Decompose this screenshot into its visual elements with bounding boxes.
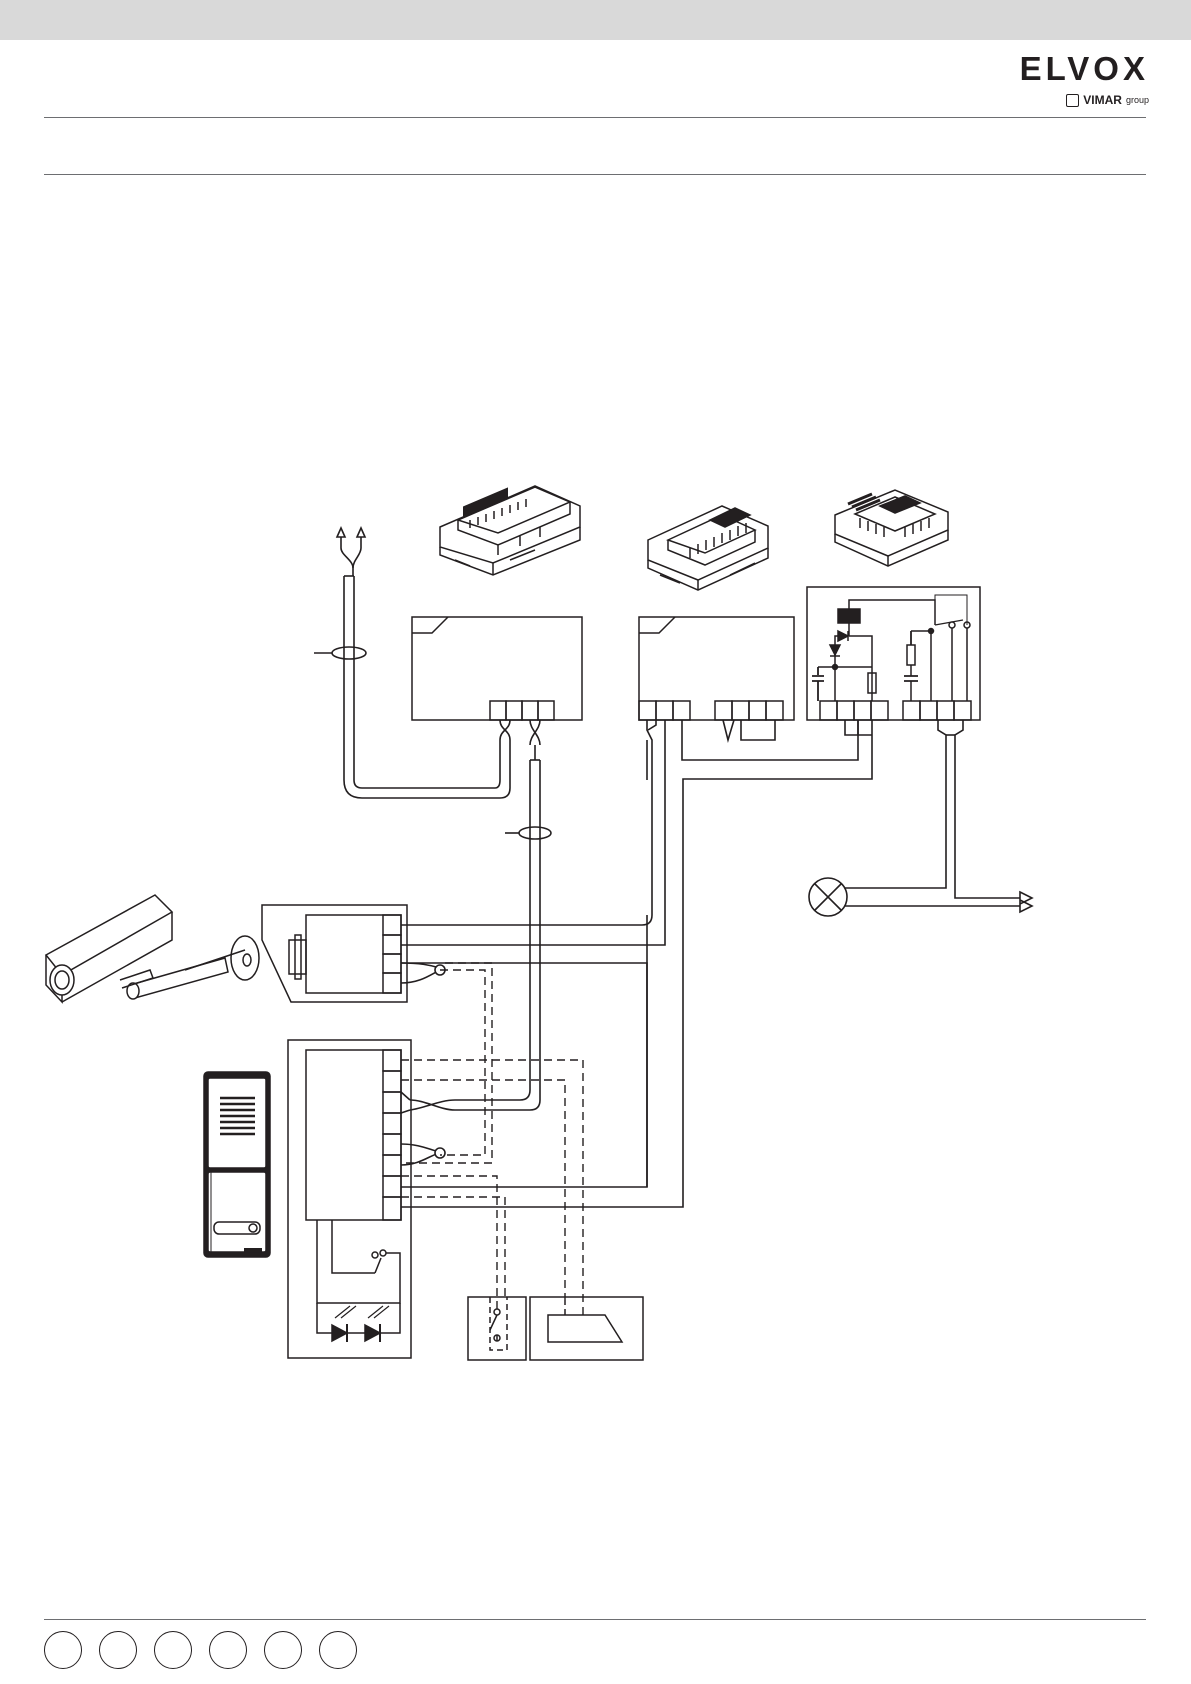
- language-flag-5[interactable]: [264, 1631, 302, 1669]
- transformer-schematic-block: [807, 587, 980, 720]
- transformer-module-illustration: [835, 490, 948, 566]
- cctv-camera-illustration: [46, 895, 259, 1002]
- door-entry-panel-illustration: [204, 1072, 270, 1257]
- language-flag-4[interactable]: [209, 1631, 247, 1669]
- relay-terminal-block: [639, 617, 794, 720]
- language-flags-row: [44, 1631, 357, 1671]
- relay-module-illustration: [648, 506, 768, 590]
- power-supply-module-illustration: [440, 486, 580, 575]
- electric-lock-box: [530, 1297, 643, 1360]
- dashed-wiring: [401, 963, 583, 1315]
- language-flag-1[interactable]: [44, 1631, 82, 1669]
- language-flag-6[interactable]: [319, 1631, 357, 1669]
- language-flag-3[interactable]: [154, 1631, 192, 1669]
- panel-terminal-block: [288, 1040, 411, 1358]
- camera-power-junction-box: [262, 905, 407, 1002]
- power-supply-terminal-block: [412, 617, 582, 720]
- language-flag-2[interactable]: [99, 1631, 137, 1669]
